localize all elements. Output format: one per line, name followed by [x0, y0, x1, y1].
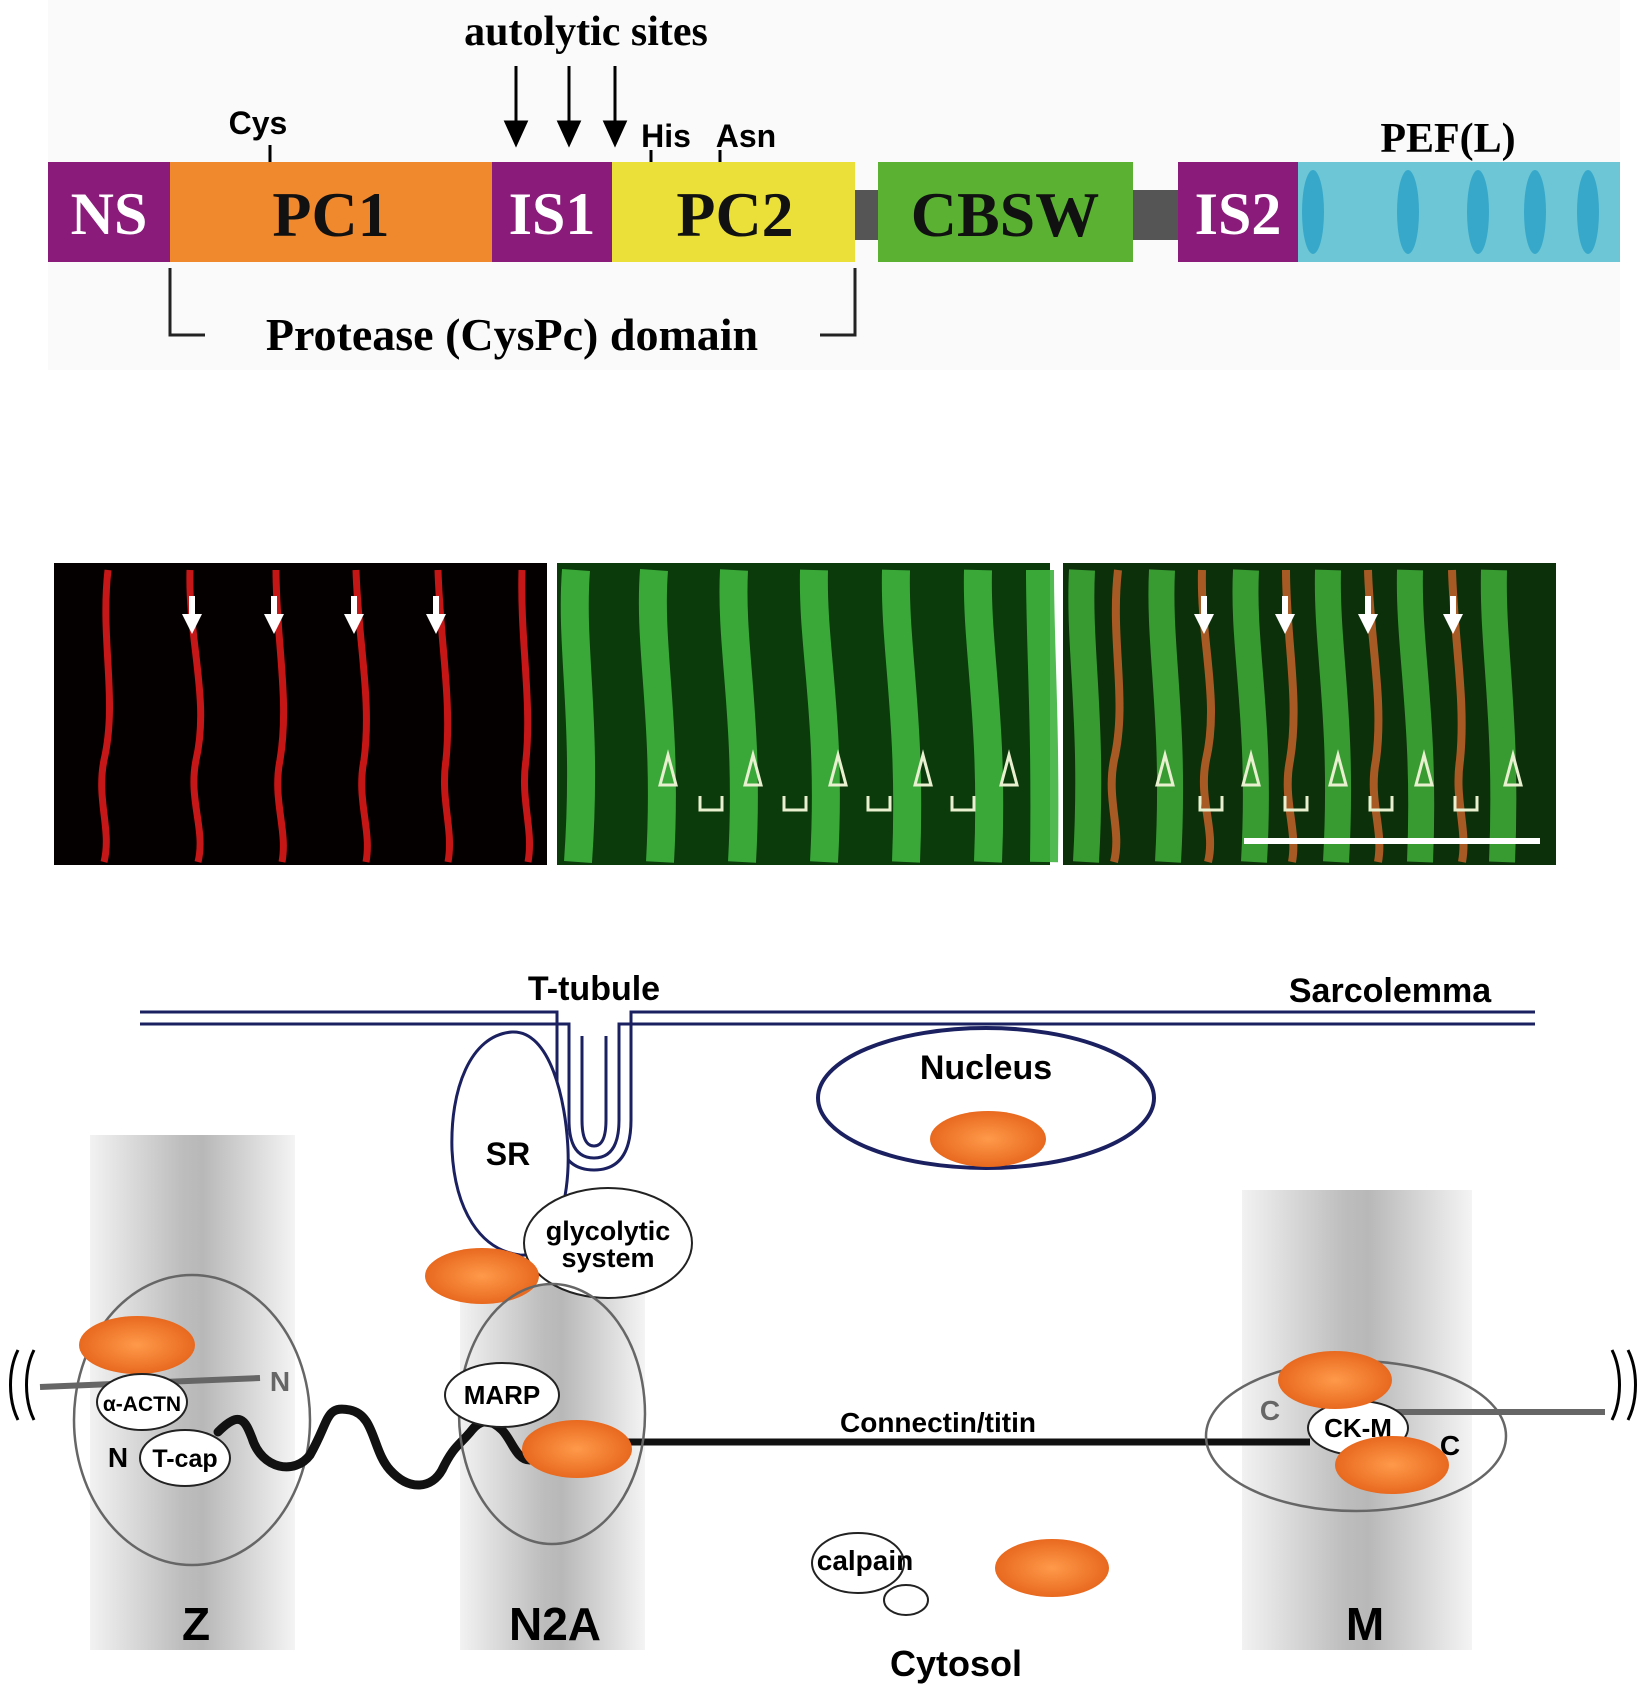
marp-label: MARP — [464, 1380, 541, 1410]
break-mark-left-2 — [25, 1349, 36, 1421]
micrograph-red — [54, 563, 547, 865]
break-mark-right-1 — [1610, 1349, 1621, 1421]
sr-compartment — [450, 1030, 570, 1257]
schematic-panel: T-tubule Sarcolemma SR Nucleus glycolyti… — [9, 970, 1637, 1684]
autolytic-arrows — [503, 66, 628, 148]
linker-bar-2 — [1130, 190, 1180, 240]
t-tubule-label: T-tubule — [528, 970, 660, 1008]
calpain-oval-z — [79, 1316, 195, 1374]
connectin-label: Connectin/titin — [840, 1407, 1036, 1438]
ns-label: NS — [71, 181, 148, 247]
break-mark-right-2 — [1626, 1349, 1637, 1421]
domain-pef — [1298, 162, 1620, 262]
cytosol-label: Cytosol — [890, 1643, 1022, 1684]
micrograph-panel — [54, 563, 1556, 865]
calpain-oval-m-upper — [1278, 1351, 1392, 1409]
cbsw-label: CBSW — [911, 179, 1100, 250]
protease-domain-label: Protease (CysPc) domain — [266, 309, 758, 360]
calpain-oval-m-lower — [1335, 1436, 1449, 1494]
autolytic-sites-label: autolytic sites — [464, 9, 708, 55]
domain-is1 — [492, 162, 612, 262]
pef-hand-ovals — [1302, 170, 1599, 254]
pc1-label: PC1 — [272, 179, 389, 250]
c-label-grey: C — [1260, 1395, 1280, 1426]
is2-label: IS2 — [1195, 181, 1282, 247]
z-disc-outline — [72, 1273, 312, 1567]
calpain-oval-nucleus — [930, 1111, 1046, 1167]
calpain-free-oval — [811, 1532, 905, 1594]
alpha-actn-label: α-ACTN — [103, 1393, 181, 1416]
micrograph-merge — [1063, 563, 1556, 865]
protease-bracket-left — [168, 268, 205, 337]
nucleus — [816, 1026, 1156, 1170]
n-label-tcap: N — [108, 1442, 128, 1473]
domain-pc1 — [170, 162, 492, 262]
t-cap-oval — [139, 1429, 231, 1487]
domain-structure-panel: autolytic sites Cys His Asn PEF(L) — [48, 0, 1620, 370]
pc2-label: PC2 — [676, 179, 793, 250]
glycolytic-label-2: system — [561, 1243, 654, 1273]
glycolytic-system — [523, 1187, 693, 1299]
n2a-label: N2A — [509, 1598, 601, 1650]
m-label: M — [1346, 1598, 1384, 1650]
his-label: His — [641, 118, 691, 154]
c-label-black: C — [1440, 1430, 1460, 1461]
break-mark-left-1 — [9, 1349, 20, 1421]
n-label-actn: N — [270, 1366, 290, 1397]
micrograph-green — [557, 563, 1059, 865]
domain-is2 — [1178, 162, 1298, 262]
calpain-oval-glycolytic — [425, 1248, 539, 1304]
is1-label: IS1 — [509, 181, 596, 247]
z-label: Z — [182, 1598, 210, 1650]
sarcolemma-label: Sarcolemma — [1289, 972, 1492, 1010]
alpha-actn-oval — [96, 1373, 188, 1431]
merge-arrows — [1194, 596, 1463, 634]
red-arrows — [182, 596, 446, 634]
glycolytic-label-1: glycolytic — [546, 1216, 671, 1246]
merge-markers — [1155, 749, 1523, 812]
pef-label: PEF(L) — [1380, 116, 1515, 162]
calpain-label: calpain — [817, 1545, 913, 1576]
scale-bar — [1244, 838, 1540, 844]
domain-ns — [48, 162, 170, 262]
sr-label: SR — [486, 1136, 530, 1172]
protease-bracket-right — [820, 268, 857, 337]
calpain-oval-n2a — [522, 1420, 632, 1478]
green-markers — [658, 749, 1019, 812]
calpain-oval-cytosol — [995, 1539, 1109, 1597]
cys-label: Cys — [229, 105, 288, 141]
asn-label: Asn — [716, 118, 776, 154]
marp-oval — [444, 1362, 560, 1428]
nucleus-label: Nucleus — [920, 1049, 1052, 1087]
domain-pc2 — [612, 162, 855, 262]
domain-cbsw — [878, 162, 1133, 262]
t-cap-label: T-cap — [152, 1445, 217, 1473]
calpain-free-oval-small — [883, 1584, 929, 1616]
